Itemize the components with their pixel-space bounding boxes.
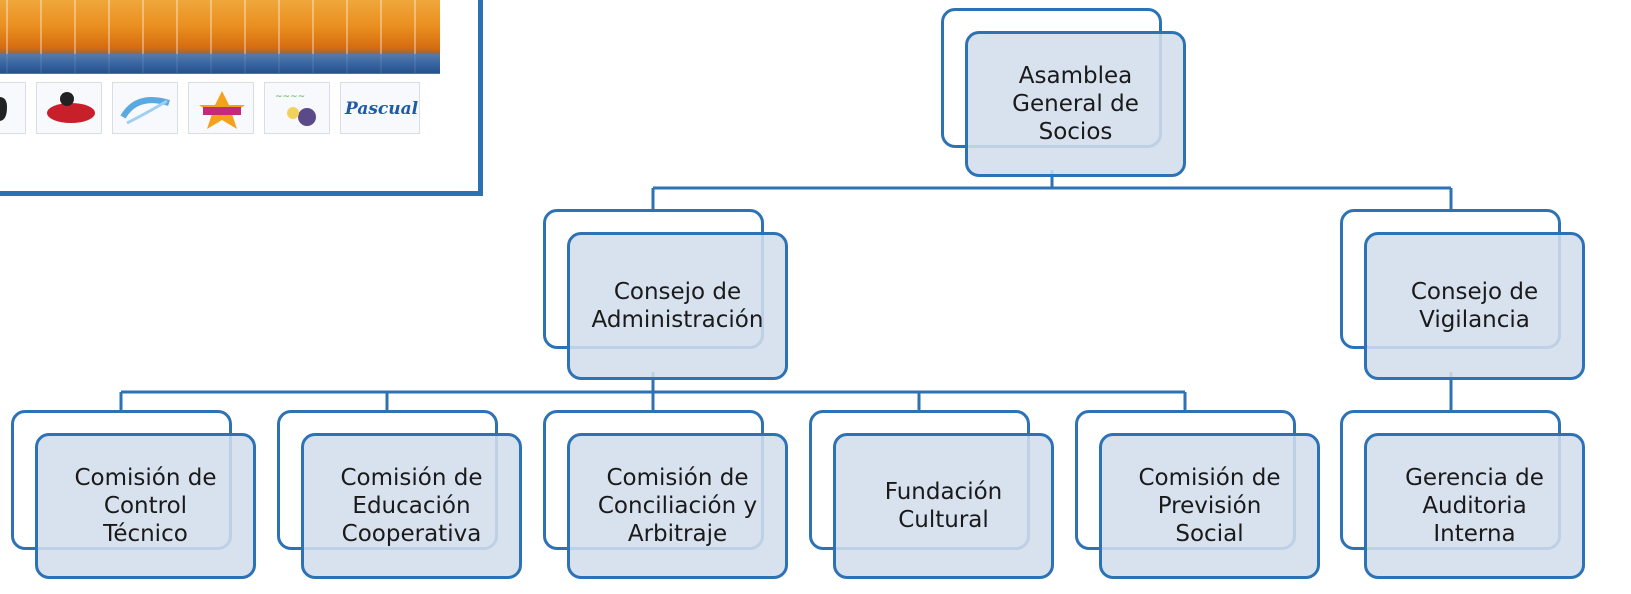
- node-label: Consejo de Vigilancia: [1410, 279, 1539, 333]
- node-box: Comisión de Educación Cooperativa: [301, 433, 522, 579]
- node-label: Comisión de Previsión Social: [1138, 465, 1281, 547]
- node-box: Asamblea General de Socios: [965, 31, 1186, 177]
- node-box: Consejo de Administración: [567, 232, 788, 380]
- brand-logo-5: ~~~~: [264, 82, 330, 134]
- brand-logo-strip: ~~~~ Pascual: [0, 82, 440, 138]
- node-label: Comisión de Control Técnico: [74, 465, 217, 547]
- brand-logo-1: [0, 82, 26, 134]
- node-label: Asamblea General de Socios: [1012, 63, 1139, 145]
- node-label: Comisión de Educación Cooperativa: [340, 465, 483, 547]
- product-photo-panel: ~~~~ Pascual: [0, 0, 483, 196]
- node-label: Fundación Cultural: [884, 479, 1003, 533]
- node-box: Consejo de Vigilancia: [1364, 232, 1585, 380]
- node-box: Comisión de Previsión Social: [1099, 433, 1320, 579]
- node-label: Gerencia de Auditoria Interna: [1405, 465, 1544, 547]
- brand-logo-2: [36, 82, 102, 134]
- node-box: Comisión de Control Técnico: [35, 433, 256, 579]
- brand-logo-pascual: Pascual: [340, 82, 420, 134]
- node-label: Consejo de Administración: [591, 279, 764, 333]
- node-box: Gerencia de Auditoria Interna: [1364, 433, 1585, 579]
- node-box: Comisión de Conciliación y Arbitraje: [567, 433, 788, 579]
- node-box: Fundación Cultural: [833, 433, 1054, 579]
- brand-logo-4: [188, 82, 254, 134]
- brand-logo-3: [112, 82, 178, 134]
- photo-shelf: [0, 54, 440, 74]
- node-label: Comisión de Conciliación y Arbitraje: [597, 465, 758, 547]
- svg-text:~~~~: ~~~~: [275, 92, 305, 102]
